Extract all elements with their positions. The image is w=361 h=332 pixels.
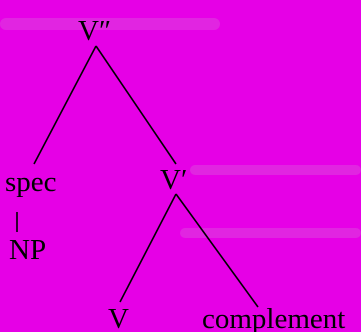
watermark-line: [180, 228, 361, 238]
node-v-label: V: [108, 303, 129, 332]
edge-vbar-to-complement: [175, 193, 259, 308]
node-root-label: V″: [78, 15, 111, 47]
edge-root-to-spec: [33, 45, 97, 165]
node-spec-label: spec: [5, 166, 57, 198]
node-vbar-label: V′: [160, 164, 187, 196]
node-np-label: NP: [9, 234, 46, 266]
node-complement-label: complement: [202, 303, 345, 332]
edge-vbar-to-v: [119, 193, 177, 303]
watermark-line: [0, 18, 220, 30]
watermark-line: [190, 165, 361, 175]
faint-background-watermark: [0, 18, 361, 238]
edge-root-to-vbar: [95, 45, 177, 165]
